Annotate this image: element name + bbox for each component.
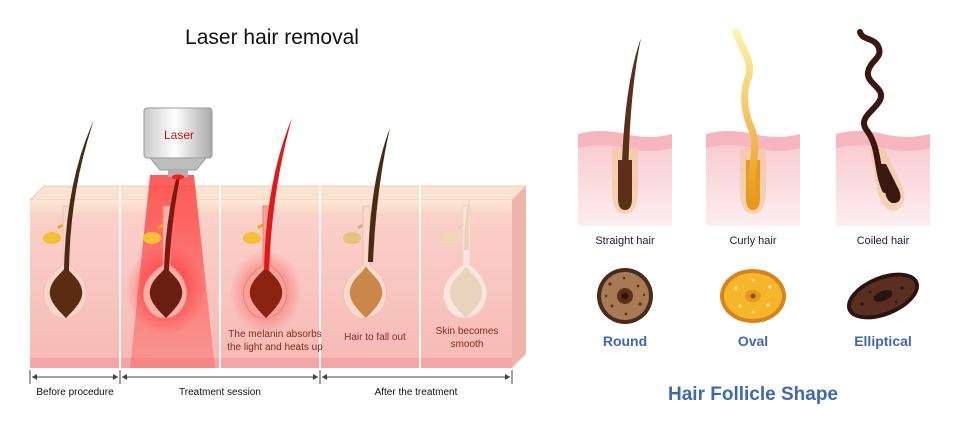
shape-label-elliptical: Elliptical [854, 333, 912, 349]
annotation-melanin-line1: The melanin absorbs [228, 329, 321, 340]
elliptical-cross-section [846, 272, 920, 320]
hair-type-label-straight: Straight hair [595, 235, 655, 247]
coiled-hair-illustration [836, 29, 930, 226]
stage-before-label: Before procedure [36, 387, 114, 398]
annotation-fall-out: Hair to fall out [344, 332, 406, 343]
annotation-smooth-line2: smooth [451, 339, 484, 350]
annotation-melanin-line2: the light and heats up [227, 342, 323, 353]
shape-label-oval: Oval [738, 333, 768, 349]
follicle-heating [230, 118, 302, 334]
round-cross-section [597, 268, 653, 324]
straight-hair-illustration [578, 38, 672, 226]
follicle-before [42, 120, 94, 319]
stage-treatment-label: Treatment session [179, 387, 261, 398]
laser-device: Laser [143, 107, 213, 180]
laser-label: Laser [164, 128, 194, 142]
follicle-shape-title: Hair Follicle Shape [668, 384, 838, 405]
follicle-treatment-laser [126, 140, 215, 368]
hair-type-label-coiled: Coiled hair [857, 235, 910, 247]
stage-timeline [29, 370, 513, 384]
follicle-smooth [442, 198, 488, 319]
curly-hair-illustration [706, 28, 800, 226]
hair-type-label-curly: Curly hair [729, 235, 776, 247]
panel-title: Laser hair removal [185, 26, 359, 49]
annotation-smooth-line1: Skin becomes [436, 326, 499, 337]
stage-after-label: After the treatment [375, 387, 458, 398]
follicle-falling-out [342, 128, 390, 319]
shape-label-round: Round [603, 333, 647, 349]
oval-cross-section [720, 269, 786, 323]
